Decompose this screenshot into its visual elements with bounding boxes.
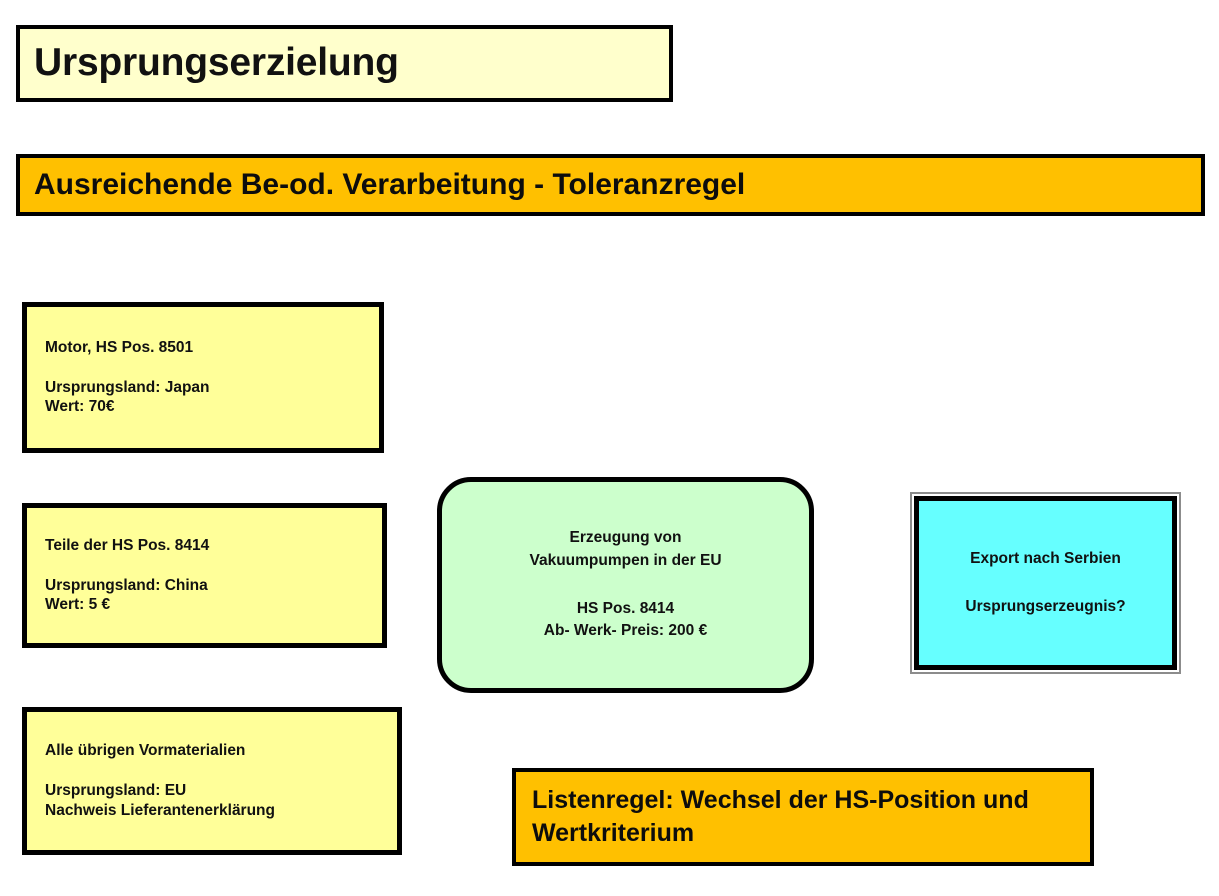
spacer <box>27 556 382 576</box>
export-question: Ursprungserzeugnis? <box>965 598 1126 615</box>
material-value: Nachweis Lieferantenerklärung <box>45 801 275 819</box>
slide-title-box: Ursprungserzielung <box>16 25 673 102</box>
section-header-label: Ausreichende Be-od. Verarbeitung - Toler… <box>34 168 746 202</box>
material-origin: Ursprungsland: China <box>45 576 208 594</box>
material-box-teile: Teile der HS Pos. 8414 Ursprungsland: Ch… <box>22 503 387 648</box>
list-rule-box: Listenregel: Wechsel der HS-Position und… <box>512 768 1094 866</box>
process-hs-position: HS Pos. 8414 <box>576 600 675 617</box>
material-origin: Ursprungsland: Japan <box>45 378 210 396</box>
material-origin: Ursprungsland: EU <box>45 782 187 800</box>
material-name: Teile der HS Pos. 8414 <box>45 536 210 554</box>
process-ex-works-price: Ab- Werk- Preis: 200 € <box>543 622 708 640</box>
process-line-2: Vakuumpumpen in der EU <box>529 551 722 569</box>
list-rule-label: Listenregel: Wechsel der HS-Position und… <box>532 786 1029 847</box>
spacer <box>27 358 379 378</box>
process-box-erzeugung: Erzeugung von Vakuumpumpen in der EU HS … <box>437 477 814 693</box>
process-line-1: Erzeugung von <box>569 529 682 547</box>
material-value: Wert: 70€ <box>45 398 115 416</box>
material-box-motor: Motor, HS Pos. 8501 Ursprungsland: Japan… <box>22 302 384 453</box>
material-name: Motor, HS Pos. 8501 <box>45 338 194 356</box>
export-box-serbien: Export nach Serbien Ursprungserzeugnis? <box>910 492 1181 674</box>
material-name: Alle übrigen Vormaterialien <box>45 742 246 760</box>
material-box-uebrige-vormaterialien: Alle übrigen Vormaterialien Ursprungslan… <box>22 707 402 855</box>
page-title: Ursprungserzielung <box>34 41 399 85</box>
export-destination: Export nach Serbien <box>970 549 1121 567</box>
spacer <box>27 761 397 781</box>
export-box-inner: Export nach Serbien Ursprungserzeugnis? <box>914 496 1177 670</box>
section-header-bar: Ausreichende Be-od. Verarbeitung - Toler… <box>16 154 1205 216</box>
material-value: Wert: 5 € <box>45 596 111 614</box>
